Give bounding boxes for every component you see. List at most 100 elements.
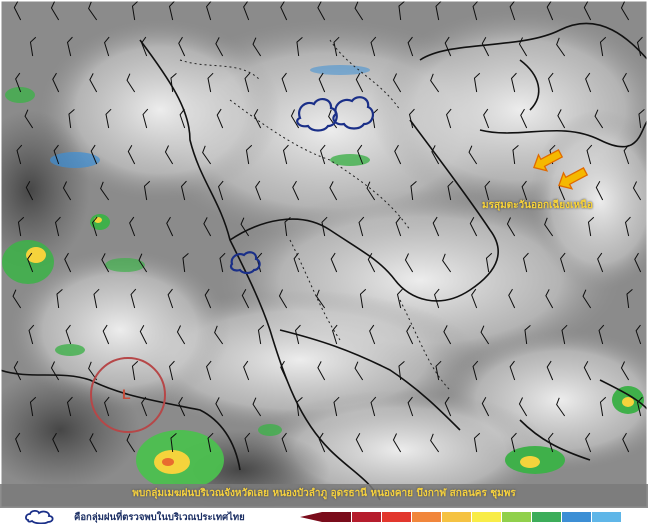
wind-barb xyxy=(398,361,405,381)
wind-barb xyxy=(15,432,22,453)
wind-barb xyxy=(90,144,98,165)
wind-barb xyxy=(64,252,72,273)
wind-barb xyxy=(214,325,224,345)
cloud-outline-left xyxy=(296,98,338,132)
wind-barb xyxy=(518,37,528,57)
wind-barb xyxy=(485,252,493,273)
wind-barb xyxy=(296,397,303,417)
wind-barb xyxy=(321,216,328,237)
wind-barb xyxy=(141,396,148,417)
wind-barb xyxy=(544,217,554,237)
wind-barb xyxy=(93,288,100,309)
wind-barb xyxy=(548,432,554,453)
wind-barb xyxy=(447,180,454,201)
wind-barb xyxy=(636,396,643,417)
wind-barb xyxy=(557,109,566,129)
wind-barb xyxy=(164,145,174,165)
wind-barb xyxy=(244,432,251,453)
wind-barb xyxy=(473,72,481,93)
wind-barb xyxy=(408,108,415,129)
scale-swatch xyxy=(382,512,411,522)
wind-barb xyxy=(506,217,516,237)
wind-barb xyxy=(317,361,326,381)
wind-barb xyxy=(585,72,592,93)
wind-barb xyxy=(255,180,262,201)
scale-swatch xyxy=(412,512,441,522)
wind-barb xyxy=(316,289,326,309)
rain-intensity-scale xyxy=(300,512,621,522)
wind-barb xyxy=(545,289,554,309)
wind-barb xyxy=(333,36,340,57)
wind-barb xyxy=(518,397,528,417)
wind-barb xyxy=(406,324,414,345)
wind-barb xyxy=(28,324,35,345)
wind-barb xyxy=(367,252,376,273)
wind-barb xyxy=(131,0,139,21)
wind-barb xyxy=(435,0,442,21)
wind-barb xyxy=(280,360,288,381)
wind-barb xyxy=(508,288,516,309)
wind-barb xyxy=(170,73,177,93)
wind-barb xyxy=(392,73,402,93)
wind-barb xyxy=(65,324,72,345)
wind-barb xyxy=(29,396,37,417)
wind-barb xyxy=(204,288,212,309)
scale-swatch xyxy=(442,512,471,522)
wind-barb xyxy=(104,396,110,417)
wind-barb xyxy=(126,433,136,453)
wind-barb xyxy=(252,37,262,57)
wind-barb xyxy=(12,289,22,309)
wind-barb xyxy=(130,288,137,309)
scale-swatch xyxy=(322,512,351,522)
wind-barb xyxy=(398,1,405,21)
wind-barb xyxy=(89,433,98,453)
wind-barb xyxy=(432,216,440,237)
cloud-outline-center xyxy=(229,251,261,275)
wind-barb xyxy=(359,288,367,309)
wind-barb xyxy=(68,109,75,129)
wind-barb xyxy=(138,253,148,273)
wind-barb xyxy=(634,252,642,273)
rain-patches xyxy=(2,65,644,490)
wind-barb xyxy=(357,144,364,165)
wind-barb xyxy=(446,108,452,129)
wind-barb xyxy=(638,109,645,129)
wind-barb xyxy=(207,432,214,453)
wind-barb xyxy=(510,432,517,453)
wind-barb xyxy=(215,37,224,57)
wind-barb xyxy=(509,360,516,381)
wind-barb xyxy=(410,181,417,201)
wind-barb xyxy=(88,1,98,21)
wind-barb xyxy=(101,253,110,273)
wind-barb xyxy=(29,36,37,57)
wind-barb xyxy=(632,181,642,201)
coastlines xyxy=(0,22,648,501)
wind-barb xyxy=(626,289,633,309)
wind-barb xyxy=(622,432,630,453)
wind-barb xyxy=(141,36,148,57)
wind-barb xyxy=(290,109,300,129)
wind-barb xyxy=(131,360,139,381)
wind-barb xyxy=(52,72,60,93)
wind-barb xyxy=(622,72,630,93)
wind-barb xyxy=(481,36,490,57)
satellite-map xyxy=(0,0,648,508)
wind-barb xyxy=(442,253,452,273)
wind-barb xyxy=(168,360,175,381)
wind-barb xyxy=(320,144,326,165)
wind-barb xyxy=(88,361,98,381)
wind-barb xyxy=(548,72,554,93)
wind-barb xyxy=(294,324,301,345)
wind-barb xyxy=(430,433,440,453)
wind-barb xyxy=(624,216,631,237)
wind-barb xyxy=(597,252,604,273)
wind-barb xyxy=(330,252,338,273)
wind-barb xyxy=(216,108,224,129)
province-borders xyxy=(179,39,451,391)
wind-barb xyxy=(586,144,593,165)
monsoon-arrows xyxy=(533,149,589,190)
wind-barb xyxy=(166,216,174,237)
wind-barb xyxy=(512,145,519,165)
wind-barb xyxy=(524,325,531,345)
wind-barb xyxy=(471,288,478,309)
